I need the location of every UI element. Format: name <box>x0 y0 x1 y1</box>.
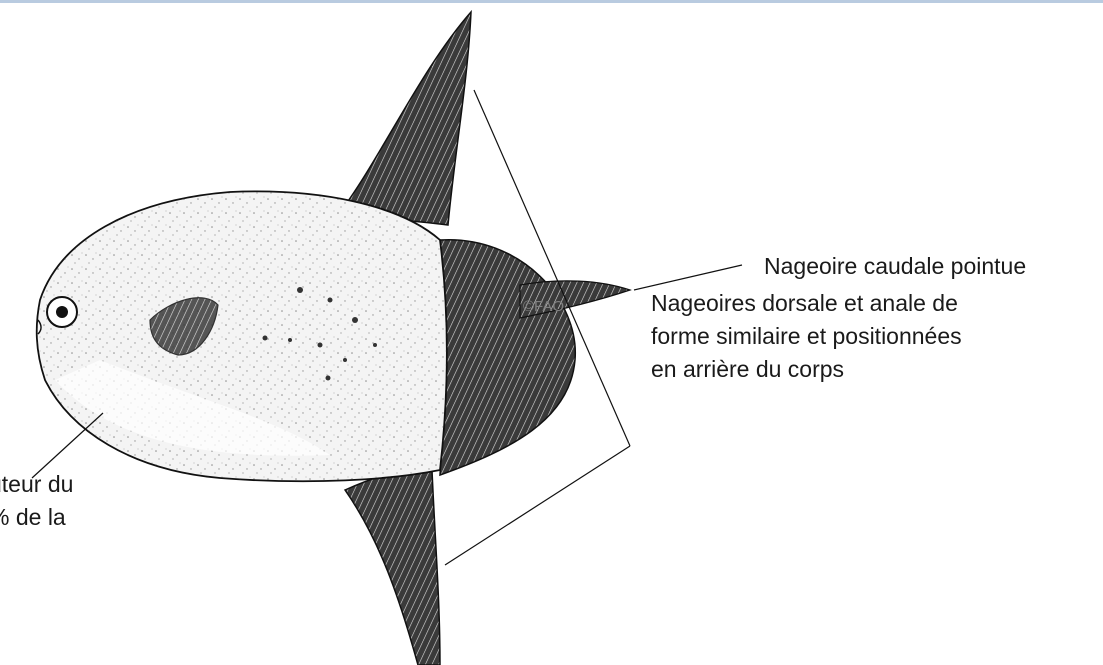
height-label-line-2: % de la <box>0 501 73 534</box>
dorsal-anal-fin-label: Nageoires dorsale et anale de forme simi… <box>651 287 962 386</box>
anal-fin <box>345 468 440 665</box>
fin-label-line-2: forme similaire et positionnées <box>651 320 962 353</box>
anal-pointer <box>445 446 630 565</box>
body-height-label: uteur du % de la <box>0 468 73 534</box>
dorsal-fin <box>338 12 471 225</box>
fao-credit: ©FAO <box>523 298 564 315</box>
fin-label-line-1: Nageoires dorsale et anale de <box>651 287 962 320</box>
fin-label-line-3: en arrière du corps <box>651 353 962 386</box>
height-label-line-1: uteur du <box>0 468 73 501</box>
caudal-fin-label: Nageoire caudale pointue <box>764 250 1026 283</box>
